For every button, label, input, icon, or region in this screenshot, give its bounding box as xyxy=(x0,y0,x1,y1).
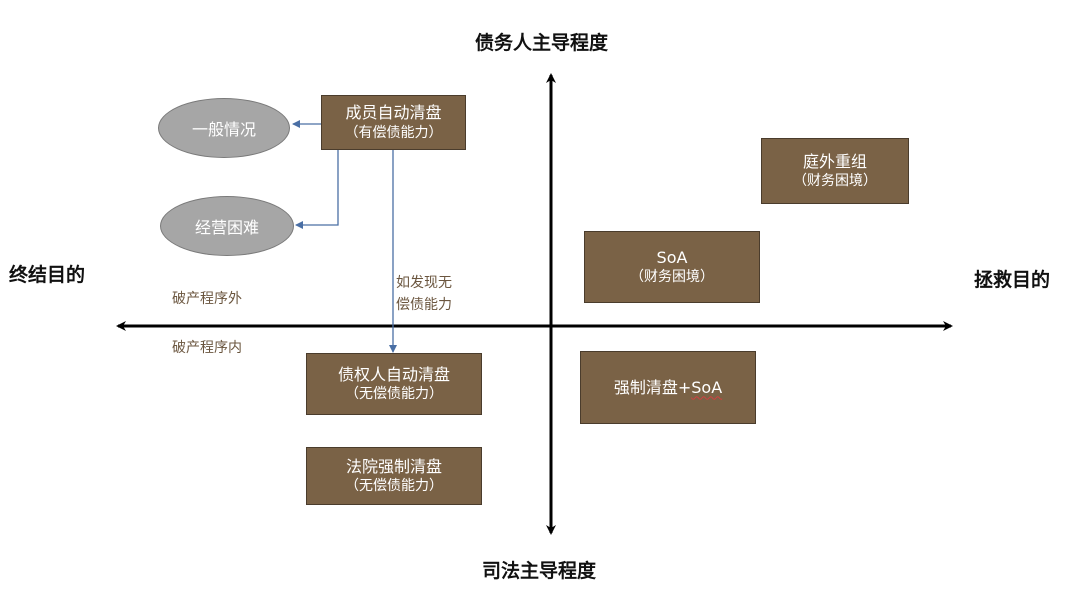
box-soa-title: SoA xyxy=(656,247,688,267)
box-compulsory-soa-prefix: 强制清盘+ xyxy=(613,377,692,397)
box-out-of-court-title: 庭外重组 xyxy=(802,151,867,171)
oval-difficulty: 经营困难 xyxy=(160,196,294,256)
box-court-liquidation-title: 法院强制清盘 xyxy=(345,456,442,476)
box-member-liquidation: 成员自动清盘 （有偿债能力） xyxy=(321,95,466,150)
box-court-liquidation: 法院强制清盘 （无偿债能力） xyxy=(306,447,482,505)
note-outside-bankruptcy: 破产程序外 xyxy=(172,291,242,307)
axis-label-right: 拯救目的 xyxy=(974,269,1051,291)
box-soa: SoA （财务困境） xyxy=(584,231,760,303)
box-compulsory-soa-suffix: SoA xyxy=(691,377,723,397)
oval-general: 一般情况 xyxy=(158,98,290,158)
axis-label-bottom: 司法主导程度 xyxy=(482,560,597,582)
connector-to-difficulty xyxy=(295,150,339,229)
box-out-of-court-sub: （财务困境） xyxy=(793,173,877,190)
box-compulsory-soa-title: 强制清盘+SoA xyxy=(614,377,722,399)
box-soa-sub: （财务困境） xyxy=(630,269,714,286)
note-if-insolvent-line1: 如发现无 xyxy=(396,275,452,291)
box-member-liquidation-sub: （有偿债能力） xyxy=(344,124,443,141)
note-if-insolvent: 如发现无 偿债能力 xyxy=(396,273,452,316)
box-creditor-liquidation-sub: （无偿债能力） xyxy=(345,386,443,403)
axis-label-top: 债务人主导程度 xyxy=(475,32,609,54)
box-creditor-liquidation-title: 债权人自动清盘 xyxy=(337,364,450,384)
box-compulsory-soa: 强制清盘+SoA xyxy=(580,351,756,424)
box-court-liquidation-sub: （无偿债能力） xyxy=(345,478,443,495)
axis-label-left: 终结目的 xyxy=(9,264,86,286)
box-member-liquidation-title: 成员自动清盘 xyxy=(345,103,442,123)
note-if-insolvent-line2: 偿债能力 xyxy=(396,296,452,313)
box-out-of-court: 庭外重组 （财务困境） xyxy=(761,138,909,204)
box-creditor-liquidation: 债权人自动清盘 （无偿债能力） xyxy=(306,353,482,415)
note-inside-bankruptcy: 破产程序内 xyxy=(172,340,242,356)
